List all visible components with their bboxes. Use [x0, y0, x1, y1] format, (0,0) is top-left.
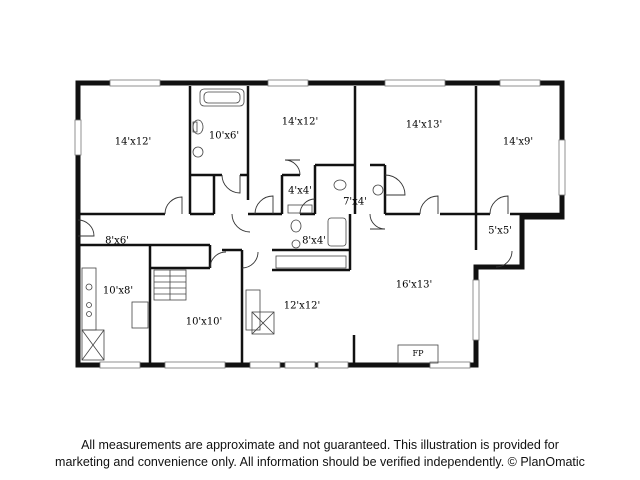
room-label-closet-4x4: 4'x4'	[288, 186, 312, 197]
room-label-bedroom-ne: 14'x9'	[503, 137, 533, 148]
disclaimer-text: All measurements are approximate and not…	[0, 437, 640, 471]
room-label-bath-7x4: 7'x4'	[343, 197, 367, 208]
room-labels: 14'x12' 10'x6' 14'x12' 14'x13' 14'x9' 4'…	[103, 117, 533, 359]
fridge-icon	[81, 329, 105, 361]
fireplace-icon	[397, 344, 439, 364]
room-label-living-16x13: 16'x13'	[396, 280, 433, 291]
sink-icon	[291, 239, 301, 249]
island-counter	[131, 301, 149, 329]
room-label-room-10x10: 10'x10'	[186, 317, 223, 328]
toilet-icon	[333, 179, 347, 191]
room-label-bath-north: 10'x6'	[209, 131, 239, 142]
kitchen-counter	[81, 267, 97, 331]
room-label-bedroom-ne-center: 14'x13'	[406, 120, 443, 131]
windows	[74, 79, 566, 369]
disclaimer-line-2: marketing and convenience only. All info…	[55, 455, 585, 469]
bathtub-icon	[199, 88, 245, 107]
fixtures	[81, 88, 439, 364]
disclaimer-line-1: All measurements are approximate and not…	[81, 438, 559, 452]
built-in-cabinet	[245, 289, 261, 331]
shelf-icon	[287, 204, 313, 214]
sink-icon	[85, 283, 93, 291]
room-label-dining-12x12: 12'x12'	[284, 301, 321, 312]
interior-walls	[78, 86, 562, 365]
stove-burner-icon	[86, 311, 92, 317]
doors	[77, 159, 513, 269]
table-icon	[251, 311, 275, 335]
stairs-icon	[153, 269, 187, 301]
room-label-entry-8x6: 8'x6'	[105, 236, 129, 247]
vanity-counter	[275, 255, 347, 269]
stove-burner-icon	[86, 302, 92, 308]
room-label-porch-5x5: 5'x5'	[488, 226, 512, 237]
bathtub-icon	[327, 217, 347, 247]
sink-icon	[192, 146, 204, 158]
room-label-bedroom-nw: 14'x12'	[115, 137, 152, 148]
toilet-icon	[290, 219, 302, 233]
floor-plan-diagram: 14'x12' 10'x6' 14'x12' 14'x13' 14'x9' 4'…	[74, 79, 566, 369]
room-label-bedroom-north-center: 14'x12'	[282, 117, 319, 128]
room-label-kitchen-10x8: 10'x8'	[103, 286, 133, 297]
room-label-bath-8x4: 8'x4'	[302, 236, 326, 247]
sink-icon	[372, 184, 384, 196]
fireplace-label: FP	[413, 349, 425, 358]
